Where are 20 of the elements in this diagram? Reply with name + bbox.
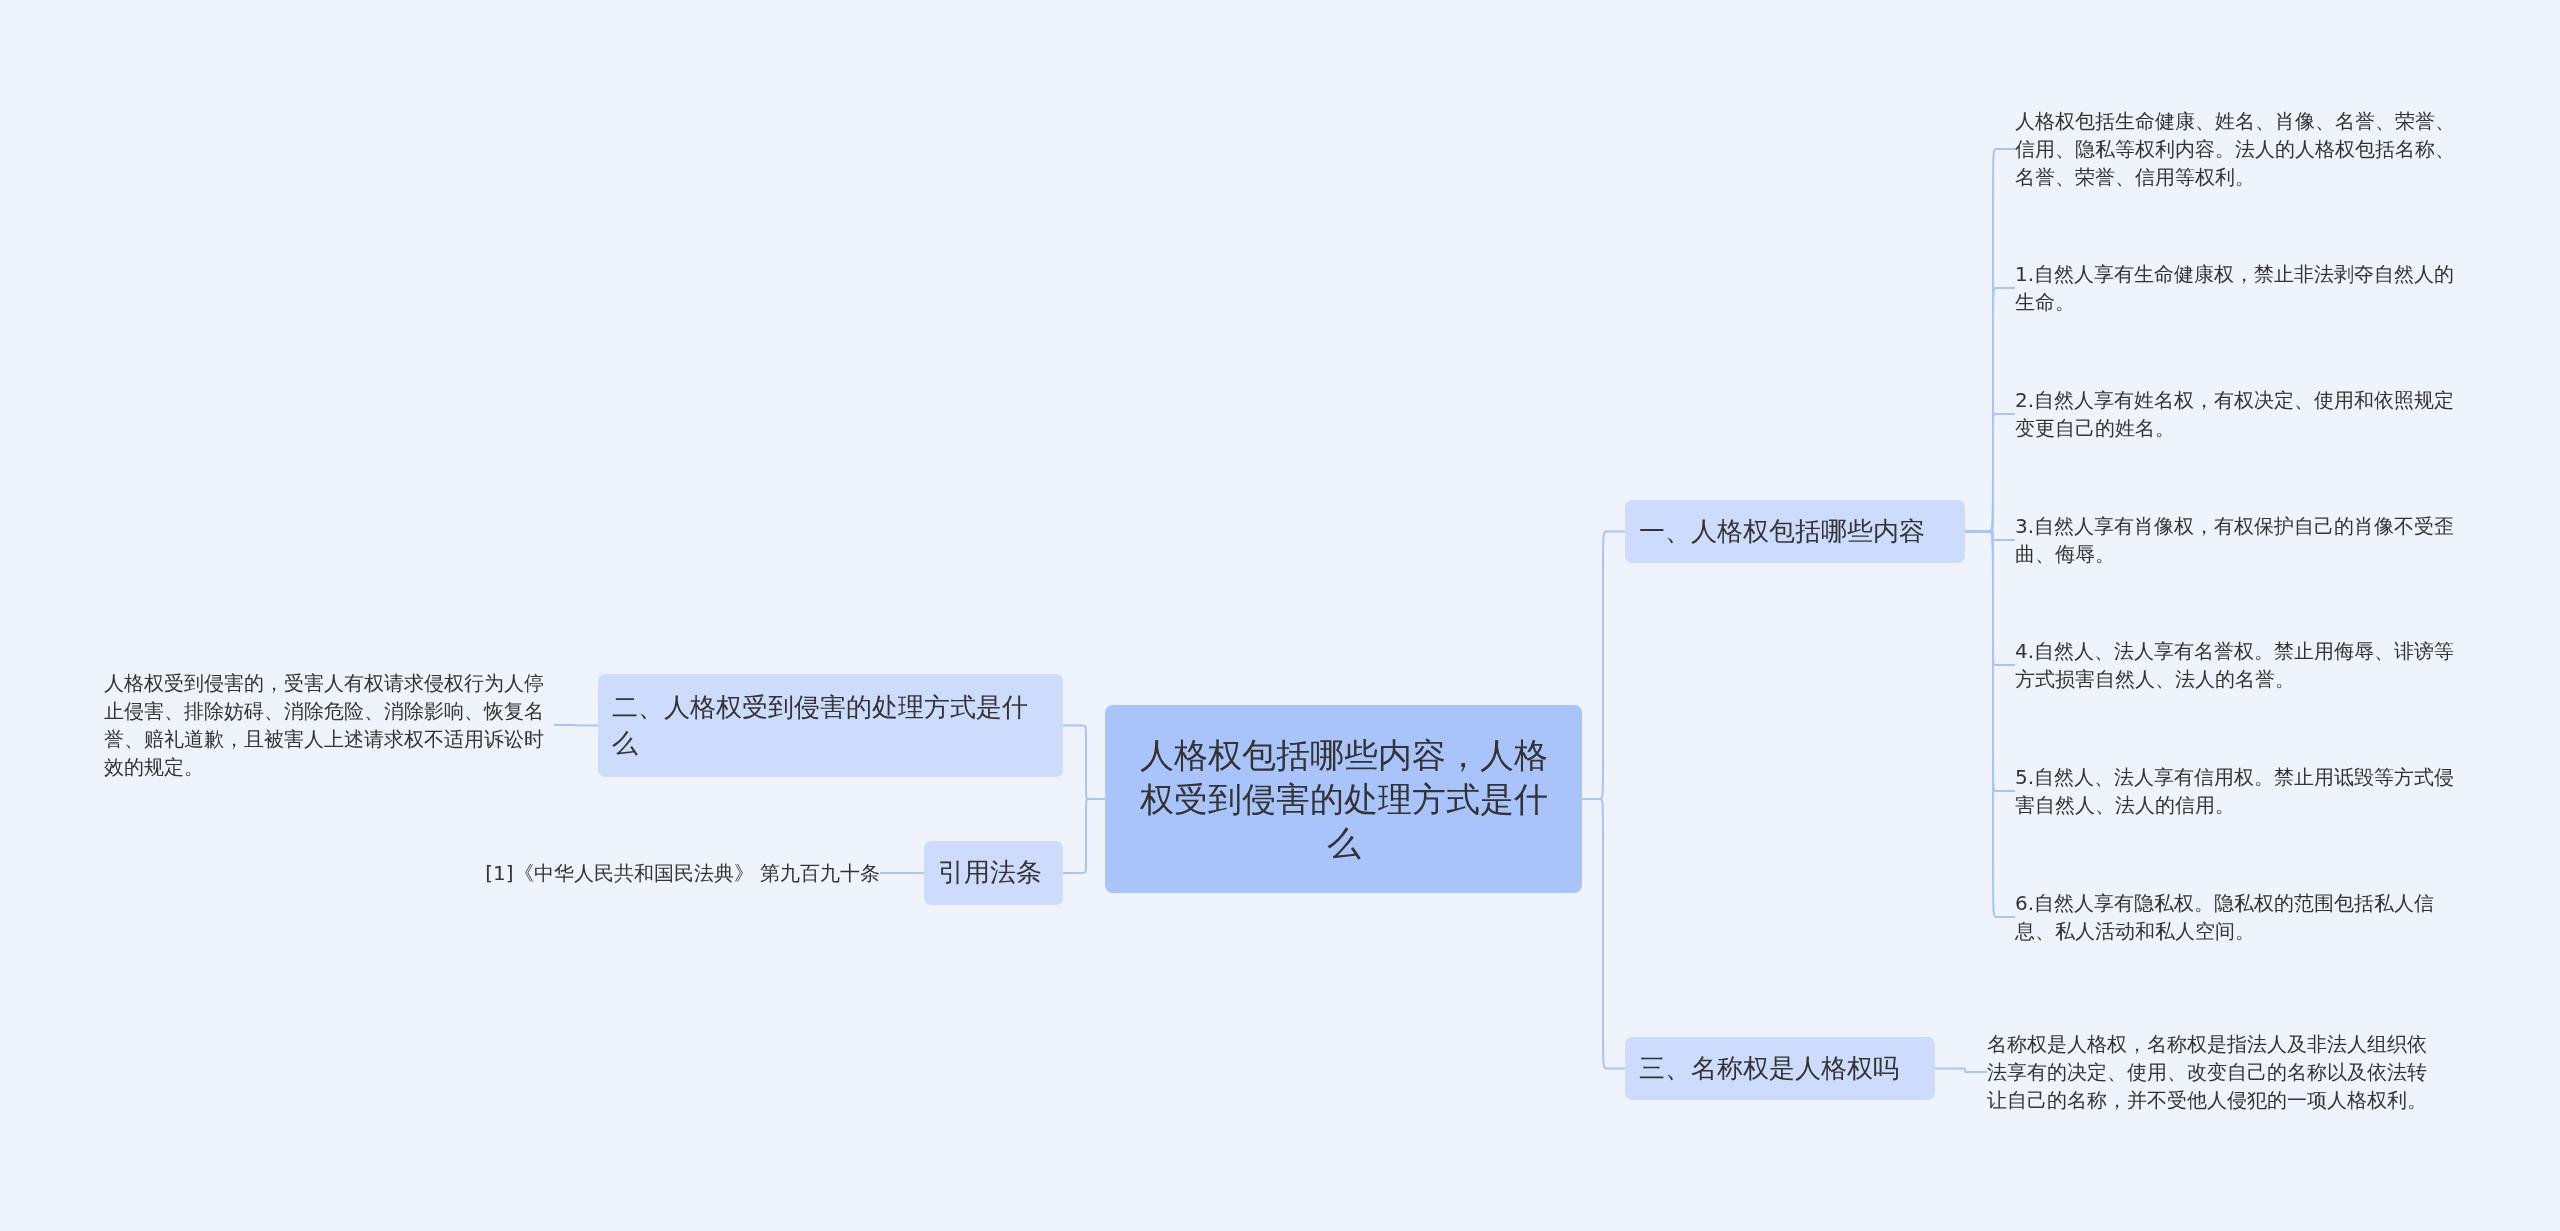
central-topic: 人格权包括哪些内容，人格权受到侵害的处理方式是什么 [1105,705,1582,893]
topic-box: 引用法条 [924,841,1063,905]
note-text: 人格权包括生命健康、姓名、肖像、名誉、荣誉、信用、隐私等权利内容。法人的人格权包括名称、名誉、荣誉、信用等权利。 [2015,104,2460,194]
connector-line [553,724,599,727]
connector-line [1581,798,1626,1070]
note-text: 3.自然人享有肖像权，有权保护自己的肖像不受歪曲、侮辱。 [2015,510,2460,570]
topic-box: 三、名称权是人格权吗 [1625,1037,1935,1100]
topic-box: 二、人格权受到侵害的处理方式是什么 [598,674,1063,777]
note-text: [1]《中华人民共和国民法典》 第九百九十条 [430,858,880,888]
connector-line [1062,798,1106,874]
topic-box: 一、人格权包括哪些内容 [1625,500,1965,563]
connector-line [879,872,925,874]
note-text: 人格权受到侵害的，受害人有权请求侵权行为人停止侵害、排除妨碍、消除危险、消除影响、恢复名誉、赔礼道歉，且被害人上述请求权不适用诉讼时效的规定。 [104,665,554,785]
note-text: 2.自然人享有姓名权，有权决定、使用和依照规定变更自己的姓名。 [2015,384,2460,444]
note-text: 6.自然人享有隐私权。隐私权的范围包括私人信息、私人活动和私人空间。 [2015,887,2460,947]
note-text: 4.自然人、法人享有名誉权。禁止用侮辱、诽谤等方式损害自然人、法人的名誉。 [2015,635,2460,695]
note-text: 1.自然人享有生命健康权，禁止非法剥夺自然人的生命。 [2015,258,2460,318]
note-text: 名称权是人格权，名称权是指法人及非法人组织依法享有的决定、使用、改变自己的名称以及依法转让自己的名称，并不受他人侵犯的一项人格权利。 [1987,1012,2437,1132]
note-text: 5.自然人、法人享有信用权。禁止用诋毁等方式侵害自然人、法人的信用。 [2015,761,2460,821]
connector-line [1934,1067,1988,1073]
